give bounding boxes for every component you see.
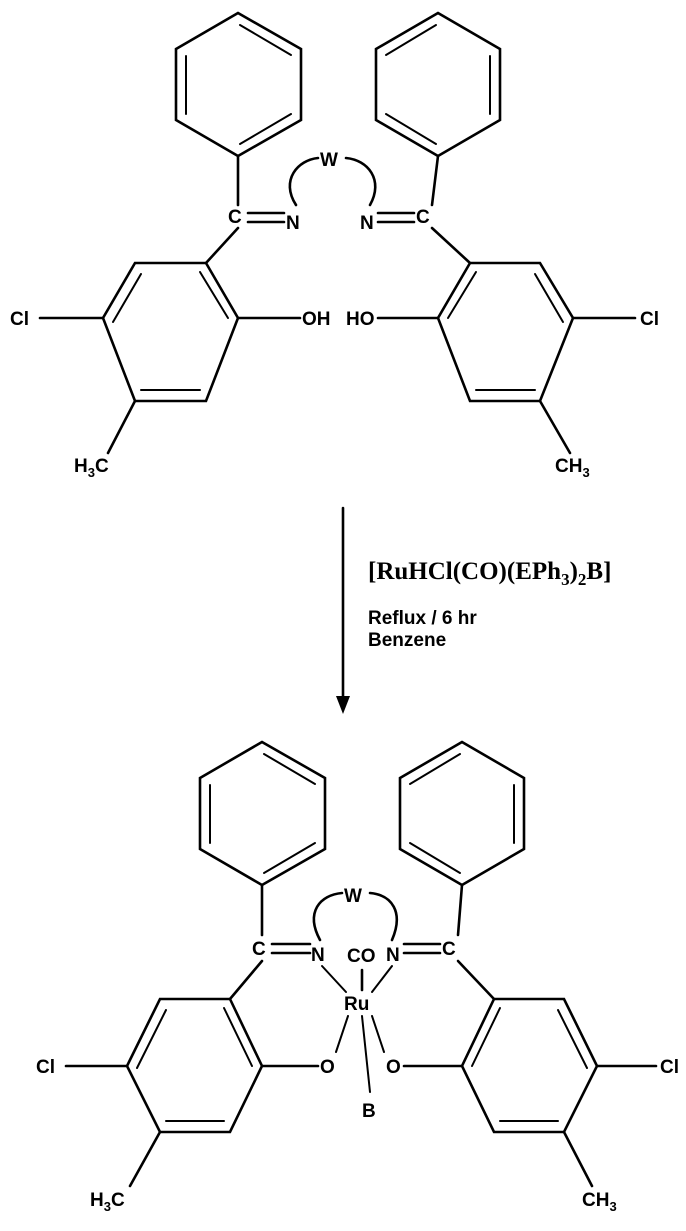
ru-b-bond	[361, 1015, 371, 1093]
ru-o-right-bond	[371, 1015, 385, 1053]
complex-left-chloro: Cl	[36, 1057, 55, 1078]
left-hydroxyl: OH	[302, 309, 331, 330]
bridge-label: W	[320, 150, 338, 171]
left-phenyl-ring	[174, 11, 303, 158]
complex-left-phenyl-ring	[198, 740, 327, 887]
complex-metal-center: Ru	[344, 994, 369, 1015]
complex-left-imine-nitrogen: N	[311, 945, 325, 966]
complex-right-oxygen: O	[386, 1057, 401, 1078]
complex-left-phenol-ring	[125, 997, 264, 1134]
complex-left-oxygen: O	[320, 1057, 335, 1078]
ru-o-left-bond	[335, 1015, 349, 1053]
left-methyl-bond	[106, 399, 137, 455]
right-methyl-bond	[538, 399, 572, 455]
left-chloro: Cl	[10, 309, 29, 330]
left-imine-carbon: C	[228, 207, 242, 228]
ru-n-left-bond	[321, 965, 347, 993]
bridge-left-arc	[288, 156, 320, 207]
reagent-formula: [RuHCl(CO)(EPh3)2B]	[368, 558, 611, 589]
complex-left-methyl: H3C	[90, 1190, 125, 1214]
complex-structure: C N W CO N C Ru B	[36, 740, 679, 1214]
complex-right-imine-carbon: C	[442, 939, 456, 960]
complex-right-phenol-ring	[460, 997, 599, 1134]
complex-carbonyl: CO	[347, 946, 376, 967]
complex-right-imine-nitrogen: N	[386, 945, 400, 966]
left-phenol-ring	[101, 261, 240, 403]
complex-right-chloro: Cl	[660, 1057, 679, 1078]
reaction-solvent-condition: Benzene	[368, 630, 446, 651]
left-imine-nitrogen: N	[286, 213, 300, 234]
complex-bridge-label: W	[344, 886, 362, 907]
complex-ligand-b: B	[362, 1101, 376, 1122]
right-phenyl-carbon-bond	[430, 154, 440, 207]
reaction-arrow	[336, 506, 350, 714]
complex-bridge-right-arc	[368, 891, 398, 942]
complex-right-methyl: CH3	[582, 1190, 617, 1214]
complex-left-imine-carbon: C	[252, 939, 266, 960]
bridge-right-arc	[344, 156, 377, 207]
ru-n-right-bond	[371, 965, 393, 993]
reaction-time-condition: Reflux / 6 hr	[368, 608, 477, 629]
right-imine-carbon: C	[416, 207, 430, 228]
complex-bridge-left-arc	[312, 891, 344, 942]
left-methyl: H3C	[74, 456, 109, 480]
right-hydroxyl: HO	[346, 309, 375, 330]
right-methyl: CH3	[555, 456, 590, 480]
right-phenyl-ring	[374, 11, 502, 158]
complex-right-phenyl-ring	[398, 740, 526, 887]
right-chloro: Cl	[640, 309, 659, 330]
right-imine-nitrogen: N	[360, 213, 374, 234]
ligand-structure: C N W N C Cl OH H3C	[10, 11, 659, 480]
right-phenol-ring	[436, 261, 575, 403]
